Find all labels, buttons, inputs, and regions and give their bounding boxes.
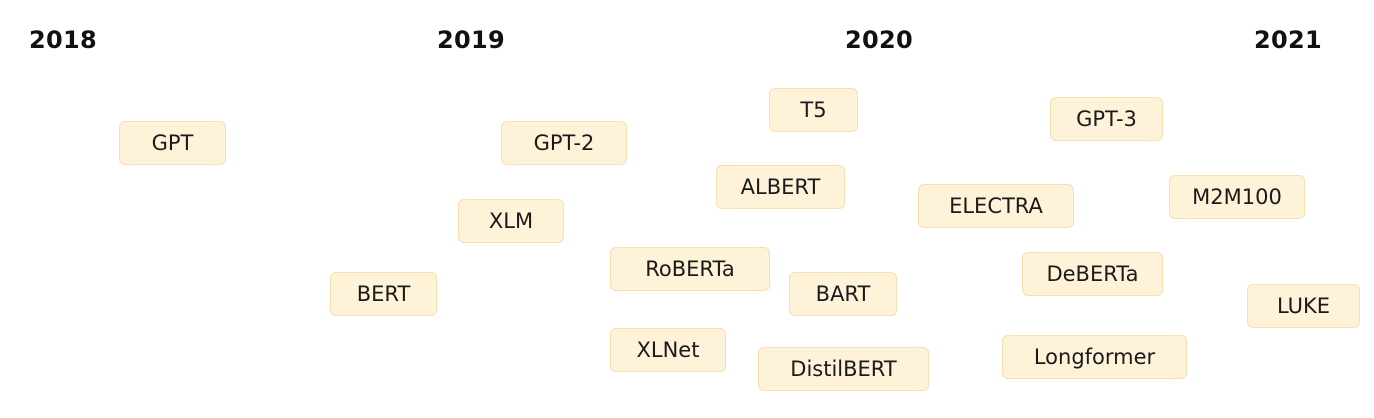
model-chip-t5: T5 [769, 88, 858, 132]
model-chip-longformer: Longformer [1002, 335, 1187, 379]
model-chip-electra: ELECTRA [918, 184, 1074, 228]
model-chip-m2m100: M2M100 [1169, 175, 1305, 219]
year-label-2018: 2018 [29, 26, 97, 54]
model-chip-xlm: XLM [458, 199, 564, 243]
model-chip-gpt-2: GPT-2 [501, 121, 627, 165]
model-chip-deberta: DeBERTa [1022, 252, 1163, 296]
model-chip-gpt-3: GPT-3 [1050, 97, 1163, 141]
model-chip-distilbert: DistilBERT [758, 347, 929, 391]
model-chip-bert: BERT [330, 272, 437, 316]
model-chip-xlnet: XLNet [610, 328, 726, 372]
model-chip-roberta: RoBERTa [610, 247, 770, 291]
year-label-2019: 2019 [437, 26, 505, 54]
model-chip-luke: LUKE [1247, 284, 1360, 328]
model-chip-albert: ALBERT [716, 165, 845, 209]
model-chip-bart: BART [789, 272, 897, 316]
model-chip-gpt: GPT [119, 121, 226, 165]
year-label-2021: 2021 [1254, 26, 1322, 54]
year-label-2020: 2020 [845, 26, 913, 54]
